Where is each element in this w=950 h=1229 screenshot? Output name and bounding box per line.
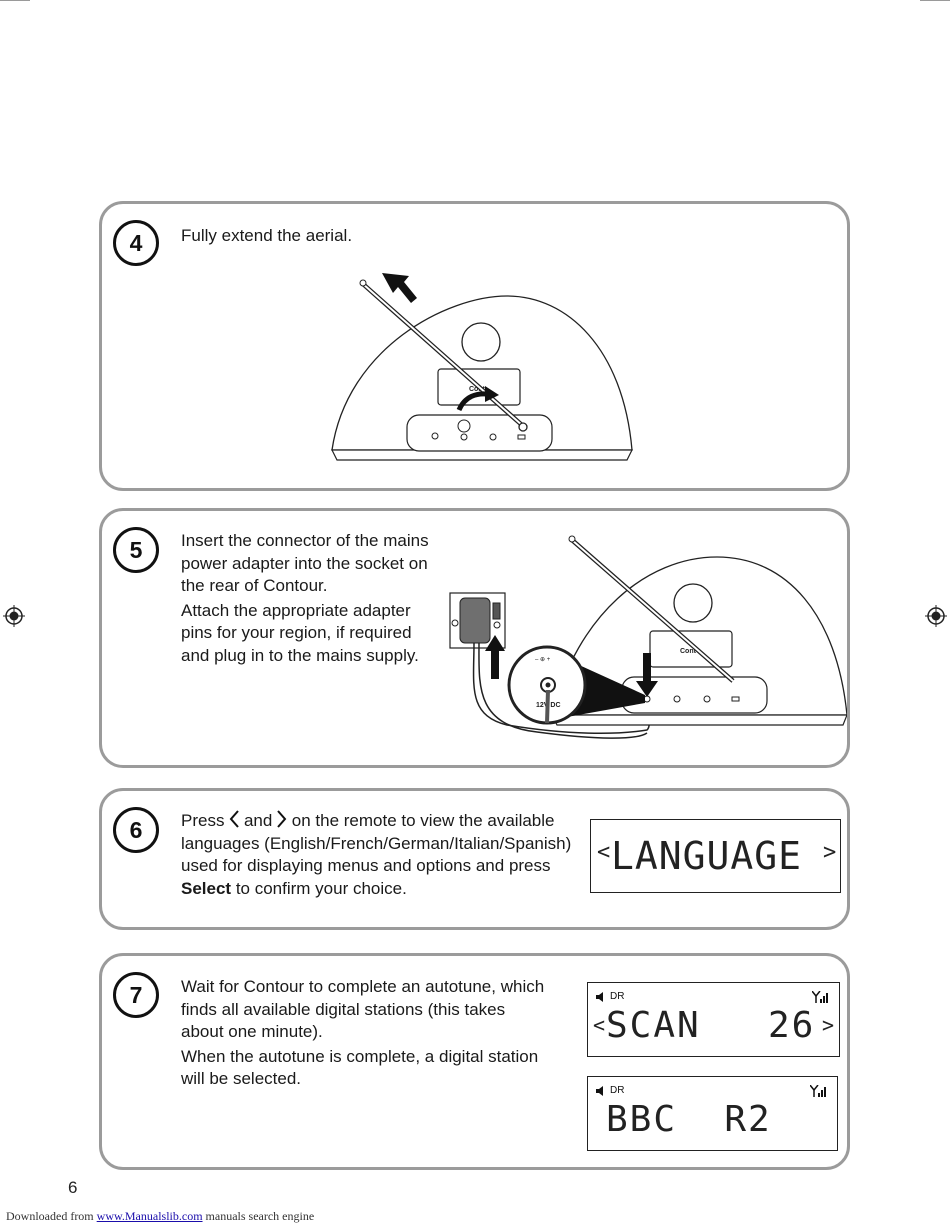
step-text: Insert the connector of the mains power … xyxy=(181,531,429,665)
step-number: 6 xyxy=(113,807,159,853)
step-7-panel: 7 Wait for Contour to complete an autotu… xyxy=(99,953,850,1170)
lcd-left-arrow: < xyxy=(593,1013,608,1037)
speaker-icon xyxy=(596,992,603,1002)
footer: Downloaded from www.Manualslib.com manua… xyxy=(6,1209,315,1223)
step-number: 7 xyxy=(113,972,159,1018)
manualslib-link[interactable]: www.Manualslib.com xyxy=(96,1209,203,1223)
power-adapter-illustration: Cont – ⊕ + 12V DC xyxy=(449,535,847,739)
crop-mark xyxy=(0,0,30,1)
speaker-icon xyxy=(596,1086,603,1096)
lcd-right-arrow: > xyxy=(822,1013,837,1037)
step-text: Wait for Contour to complete an autotune… xyxy=(181,977,545,1088)
radio-aerial-illustration: Cont xyxy=(331,273,633,461)
lcd-scan-count: 26 xyxy=(768,1005,816,1046)
lcd-mode: DR xyxy=(610,991,625,1002)
brand-label: Cont xyxy=(469,386,486,393)
registration-mark-icon xyxy=(3,605,25,627)
scan-display: DR < SCAN 26 > xyxy=(587,982,840,1057)
step-text: Fully extend the aerial. xyxy=(181,226,353,245)
lcd-scan-text: SCAN xyxy=(606,1005,701,1046)
step-number: 4 xyxy=(113,220,159,266)
step-4-panel: 4 Fully extend the aerial. Cont xyxy=(99,201,850,491)
station-display: DR BBC R2 xyxy=(587,1076,838,1151)
signal-icon xyxy=(810,1085,826,1097)
step-number: 5 xyxy=(113,527,159,573)
lcd-station-text: BBC R2 xyxy=(606,1099,772,1140)
registration-mark-icon xyxy=(925,605,947,627)
svg-text:– ⊕ +: – ⊕ + xyxy=(535,657,551,663)
crop-mark xyxy=(920,0,950,1)
lcd-language-text: LANGUAGE xyxy=(611,834,803,878)
chevron-left-icon xyxy=(229,810,239,828)
step-text: Press and on the remote to view the avai… xyxy=(181,810,572,898)
step-6-panel: 6 Press and on the remote to view the av… xyxy=(99,788,850,930)
language-display: < LANGUAGE > xyxy=(590,819,841,893)
lcd-mode: DR xyxy=(610,1085,625,1096)
chevron-right-icon xyxy=(277,810,287,828)
lcd-right-arrow: > xyxy=(823,840,839,865)
step-5-panel: 5 Insert the connector of the mains powe… xyxy=(99,508,850,768)
signal-icon xyxy=(812,991,828,1003)
page-number: 6 xyxy=(68,1178,78,1197)
lcd-left-arrow: < xyxy=(597,840,613,865)
brand-label: Cont xyxy=(680,648,697,655)
